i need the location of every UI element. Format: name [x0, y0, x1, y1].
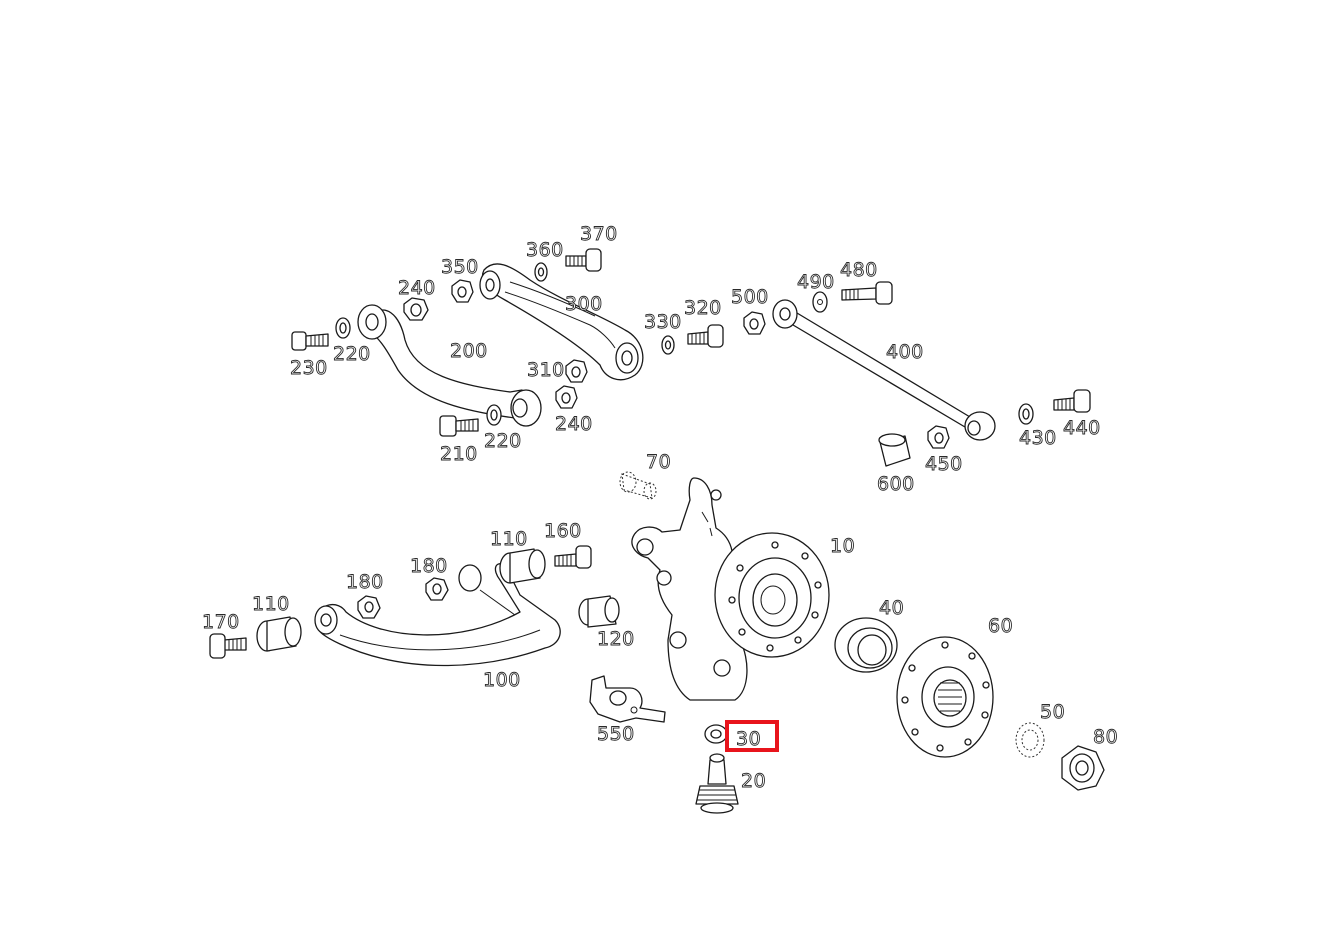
nut-350[interactable] [451, 279, 474, 303]
bolt-480[interactable] [841, 281, 893, 305]
bolt-440[interactable] [1053, 389, 1091, 413]
label-100[interactable]: 100 [483, 669, 521, 692]
highlight-box-30 [725, 720, 779, 752]
label-440[interactable]: 440 [1063, 417, 1101, 440]
link-300[interactable] [479, 263, 644, 381]
hub-60[interactable] [896, 636, 994, 758]
label-180-right[interactable]: 180 [410, 555, 448, 578]
nut-180-left[interactable] [357, 595, 381, 619]
nut-450[interactable] [927, 425, 950, 449]
label-320[interactable]: 320 [684, 297, 722, 320]
label-170[interactable]: 170 [202, 611, 240, 634]
label-40[interactable]: 40 [879, 597, 905, 620]
bolt-170[interactable] [209, 633, 247, 659]
bearing-40[interactable] [834, 617, 898, 673]
bolt-320[interactable] [687, 324, 724, 348]
snap-ring-50[interactable] [1015, 722, 1045, 758]
label-300[interactable]: 300 [565, 293, 603, 316]
bushing-110-right[interactable] [499, 548, 546, 584]
label-200[interactable]: 200 [450, 340, 488, 363]
label-490[interactable]: 490 [797, 271, 835, 294]
nut-310[interactable] [565, 359, 588, 383]
nut-500[interactable] [743, 311, 766, 335]
label-70[interactable]: 70 [646, 451, 672, 474]
bolt-160[interactable] [554, 545, 592, 569]
bushing-70[interactable] [619, 471, 657, 500]
part-labels: 10 20 30 40 50 60 70 80 100 110 110 120 … [202, 223, 1119, 793]
label-30[interactable]: 30 [736, 728, 762, 751]
label-120[interactable]: 120 [597, 628, 635, 651]
label-350[interactable]: 350 [441, 256, 479, 279]
label-360[interactable]: 360 [526, 239, 564, 262]
control-arm-200[interactable] [357, 304, 542, 427]
hub-flange [714, 532, 830, 658]
washer-360[interactable] [534, 262, 548, 282]
label-230[interactable]: 230 [290, 357, 328, 380]
label-210[interactable]: 210 [440, 443, 478, 466]
bolt-370[interactable] [565, 248, 602, 272]
washer-220-upper[interactable] [335, 317, 351, 339]
bolt-210[interactable] [439, 415, 479, 437]
knuckle-10[interactable] [631, 477, 748, 701]
nut-30[interactable] [704, 724, 728, 744]
washer-330[interactable] [661, 335, 675, 355]
label-400[interactable]: 400 [886, 341, 924, 364]
label-480[interactable]: 480 [840, 259, 878, 282]
label-310[interactable]: 310 [527, 359, 565, 382]
nut-240-upper[interactable] [403, 297, 429, 321]
label-20[interactable]: 20 [741, 770, 767, 793]
axle-nut-80[interactable] [1061, 745, 1105, 791]
label-600[interactable]: 600 [877, 473, 915, 496]
label-240-lower[interactable]: 240 [555, 413, 593, 436]
label-450[interactable]: 450 [925, 453, 963, 476]
nut-240-lower[interactable] [555, 385, 578, 409]
label-240-upper[interactable]: 240 [398, 277, 436, 300]
label-220-lower[interactable]: 220 [484, 430, 522, 453]
washer-220-lower[interactable] [486, 404, 502, 426]
label-180-left[interactable]: 180 [346, 571, 384, 594]
nut-180-right[interactable] [425, 577, 449, 601]
ball-joint-20[interactable] [695, 753, 739, 814]
label-550[interactable]: 550 [597, 723, 635, 746]
label-50[interactable]: 50 [1040, 701, 1066, 724]
label-110-left[interactable]: 110 [252, 593, 290, 616]
washer-490[interactable] [812, 291, 828, 313]
bushing-600[interactable] [878, 433, 911, 467]
label-80[interactable]: 80 [1093, 726, 1119, 749]
label-160[interactable]: 160 [544, 520, 582, 543]
lower-arm-100[interactable] [314, 563, 561, 667]
label-330[interactable]: 330 [644, 311, 682, 334]
tie-rod-400[interactable] [772, 299, 996, 441]
label-220-upper[interactable]: 220 [333, 343, 371, 366]
bolt-230[interactable] [291, 331, 329, 351]
label-500[interactable]: 500 [731, 286, 769, 309]
label-110-right[interactable]: 110 [490, 528, 528, 551]
label-60[interactable]: 60 [988, 615, 1014, 638]
label-370[interactable]: 370 [580, 223, 618, 246]
washer-430[interactable] [1018, 403, 1034, 425]
label-430[interactable]: 430 [1019, 427, 1057, 450]
bushing-110-left[interactable] [256, 616, 302, 652]
bracket-550[interactable] [589, 675, 666, 723]
bushing-120[interactable] [578, 595, 620, 628]
label-10[interactable]: 10 [830, 535, 856, 558]
